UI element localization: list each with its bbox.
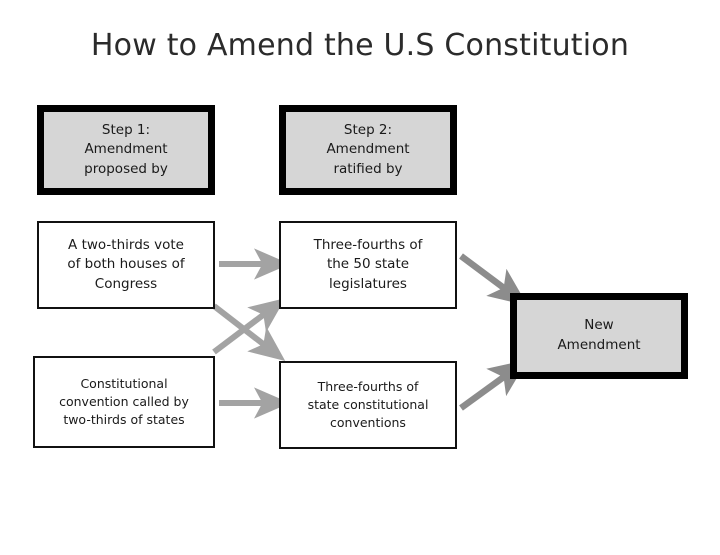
node-ratify-conventions-line-1: Three-fourths of xyxy=(317,378,419,394)
node-new-amendment-line-1: New xyxy=(584,317,614,334)
node-propose-congress-line-3: Congress xyxy=(94,275,158,292)
node-step1-header: Step 1: Amendment proposed by xyxy=(37,105,215,195)
node-propose-convention-line-2: convention called by xyxy=(59,393,189,409)
node-ratify-legislatures-line-1: Three-fourths of xyxy=(313,236,423,253)
node-propose-congress: A two-thirds vote of both houses of Cong… xyxy=(37,221,215,309)
node-propose-convention-line-3: two-thirds of states xyxy=(63,412,185,428)
node-step2-header-line-1: Step 2: xyxy=(343,121,393,138)
page-title: How to Amend the U.S Constitution xyxy=(90,28,630,63)
arrow-convention-to-legislatures xyxy=(212,298,286,355)
node-propose-convention-line-1: Constitutional xyxy=(80,375,168,391)
node-ratify-legislatures-line-3: legislatures xyxy=(329,275,407,292)
arrow-conventions-to-new-amendment xyxy=(459,359,528,411)
node-new-amendment-line-2: Amendment xyxy=(557,337,641,353)
node-new-amendment: New Amendment xyxy=(510,293,688,379)
node-propose-congress-line-2: of both houses of xyxy=(67,256,185,273)
node-ratify-legislatures: Three-fourths of the 50 state legislatur… xyxy=(279,221,457,309)
node-ratify-conventions-line-2: state constitutional xyxy=(307,396,429,412)
arrow-legislatures-to-new-amendment xyxy=(459,253,528,306)
node-ratify-conventions-line-3: conventions xyxy=(330,415,406,431)
node-step1-header-line-2: Amendment xyxy=(84,141,168,158)
node-step2-header: Step 2: Amendment ratified by xyxy=(279,105,457,195)
arrow-congress-to-conventions xyxy=(212,303,286,361)
node-step2-header-line-3: ratified by xyxy=(333,160,403,177)
node-ratify-legislatures-line-2: the 50 state xyxy=(326,256,410,273)
node-propose-convention: Constitutional convention called by two-… xyxy=(33,356,215,448)
node-step2-header-line-2: Amendment xyxy=(326,141,410,158)
node-propose-congress-line-1: A two-thirds vote xyxy=(68,236,184,253)
node-step1-header-line-3: proposed by xyxy=(84,160,168,177)
node-step1-header-line-1: Step 1: xyxy=(101,121,151,138)
node-ratify-conventions: Three-fourths of state constitutional co… xyxy=(279,361,457,449)
